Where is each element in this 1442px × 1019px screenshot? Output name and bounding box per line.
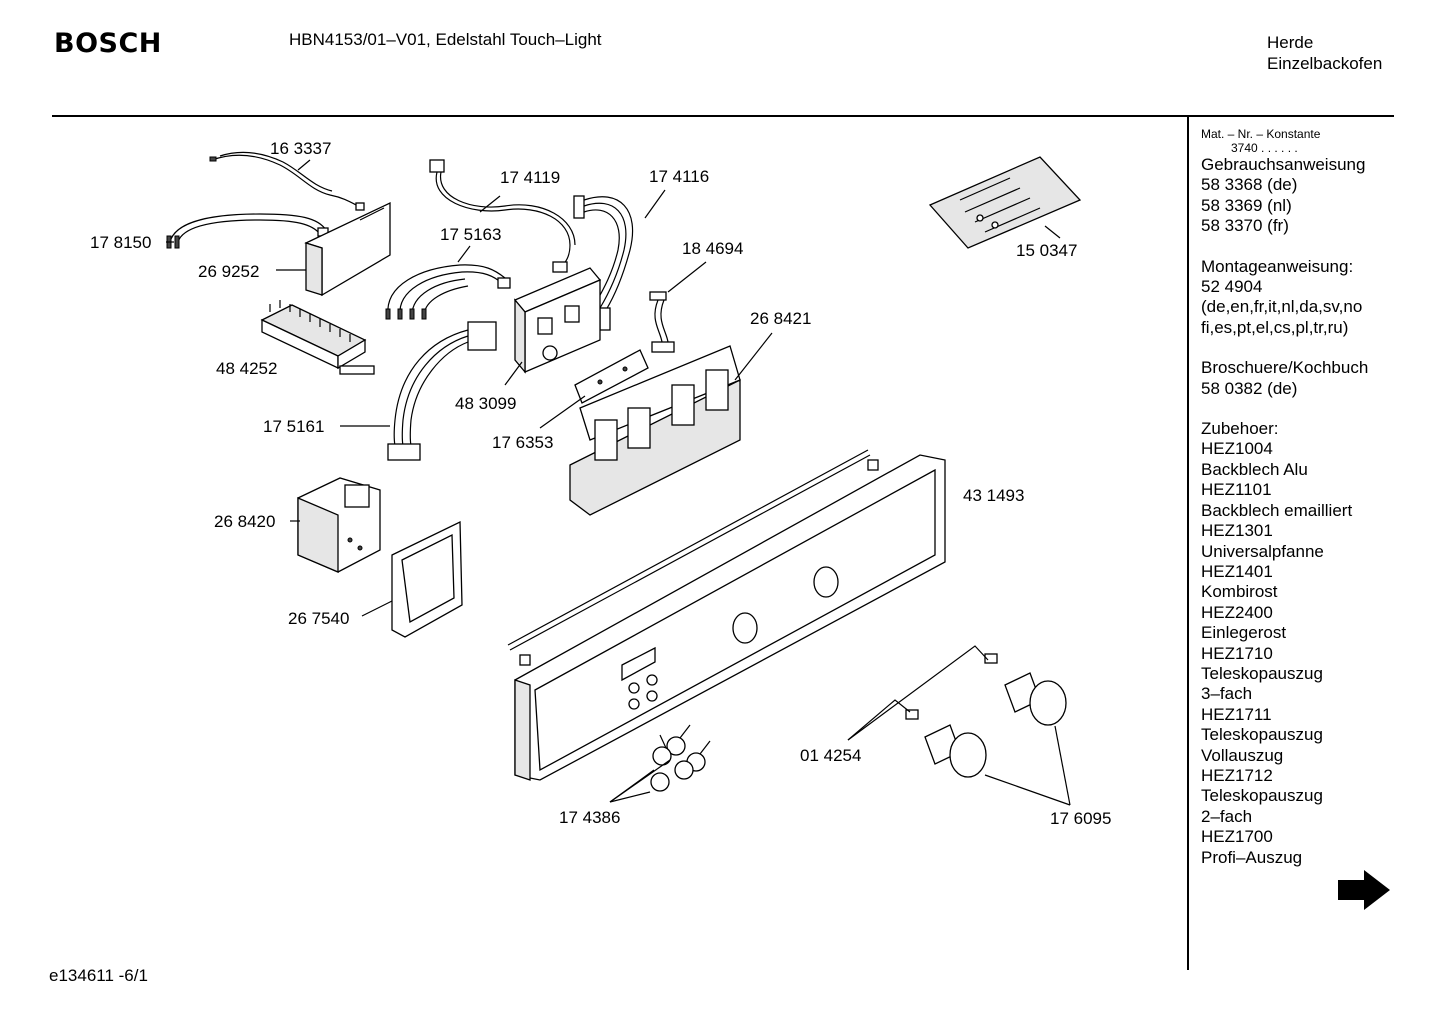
- part-label-269252: 26 9252: [198, 262, 259, 281]
- sidebar-section-manual: Gebrauchsanweisung 58 3368 (de) 58 3369 …: [1201, 155, 1401, 237]
- mat-nr-dots: . . . . . .: [1261, 141, 1298, 155]
- sidebar-section-installation: Montageanweisung: 52 4904 (de,en,fr,it,n…: [1201, 257, 1401, 339]
- sidebar-line: Teleskopauszug: [1201, 725, 1323, 745]
- mat-nr-label: Mat. – Nr. – Konstante: [1201, 127, 1321, 141]
- part-cable-175163: [385, 264, 511, 320]
- sidebar-line: 52 4904: [1201, 277, 1263, 297]
- sidebar-line: fi,es,pt,el,cs,pl,tr,ru): [1201, 317, 1349, 337]
- part-label-150347: 15 0347: [1016, 241, 1077, 260]
- sidebar-line: (de,en,fr,it,nl,da,sv,no: [1201, 297, 1363, 317]
- part-cable-175161: [387, 321, 497, 461]
- part-ribbon-174116: [573, 195, 634, 331]
- part-switch-block-268421: [569, 345, 741, 516]
- sidebar-line: 58 0382 (de): [1201, 378, 1298, 398]
- sidebar-line: Vollauszug: [1201, 745, 1284, 765]
- sidebar-line: Backblech emailliert: [1201, 500, 1353, 520]
- sidebar-line: HEZ1101: [1201, 480, 1272, 500]
- sidebar-line: 58 3368 (de): [1201, 175, 1298, 195]
- part-label-178150: 17 8150: [90, 233, 151, 252]
- mat-nr-value: 3740 . . . . . .: [1201, 141, 1401, 155]
- sidebar-line: 58 3369 (nl): [1201, 195, 1292, 215]
- sidebar-line: HEZ1710: [1201, 643, 1273, 663]
- part-label-268421: 26 8421: [750, 309, 811, 328]
- sidebar-line: HEZ2400: [1201, 602, 1273, 622]
- sidebar-line: Teleskopauszug: [1201, 786, 1323, 806]
- part-frame-267540: [391, 520, 463, 638]
- part-screw-bag-150347: [928, 156, 1082, 249]
- footer-code: e134611 -6/1: [49, 966, 148, 985]
- sidebar-line: Zubehoer:: [1201, 419, 1279, 439]
- exploded-parts-diagram: 16 3337 17 8150 26 9252 48 4252 17 4119 …: [90, 139, 1111, 828]
- sidebar-line: Universalpfanne: [1201, 541, 1324, 561]
- arrow-right-icon[interactable]: [1336, 868, 1392, 912]
- part-pcb-176353: [574, 349, 649, 404]
- part-label-175161: 17 5161: [263, 417, 324, 436]
- part-label-174119: 17 4119: [500, 168, 560, 187]
- sidebar-line: Gebrauchsanweisung: [1201, 155, 1366, 174]
- part-label-484252: 48 4252: [216, 359, 277, 378]
- sidebar-line: Teleskopauszug: [1201, 663, 1323, 683]
- sidebar-line: Profi–Auszug: [1201, 847, 1303, 867]
- sidebar-line: 2–fach: [1201, 806, 1253, 826]
- sidebar-line: HEZ1301: [1201, 521, 1273, 541]
- sidebar-line: Einlegerost: [1201, 623, 1287, 643]
- sidebar-line: Backblech Alu: [1201, 459, 1308, 479]
- category-line-2: Einzelbackofen: [1267, 54, 1383, 73]
- part-terminal-484252: [260, 300, 375, 375]
- part-control-unit-483099: [513, 267, 602, 374]
- part-label-267540: 26 7540: [288, 609, 349, 628]
- sidebar-section-accessories: Zubehoer: HEZ1004 Backblech Alu HEZ1101 …: [1201, 419, 1401, 868]
- part-board-269252: [304, 201, 391, 297]
- leader-lines: [166, 159, 1071, 806]
- sidebar-line: Broschuere/Kochbuch: [1201, 358, 1369, 378]
- sidebar-line: HEZ1401: [1201, 561, 1273, 581]
- part-cable-178150: [166, 213, 329, 249]
- part-label-175163: 17 5163: [440, 225, 501, 244]
- sidebar-divider: [1187, 117, 1189, 970]
- sidebar-line: Kombirost: [1201, 582, 1278, 602]
- part-front-panel-431493: [507, 449, 946, 781]
- part-cable-184694: [649, 291, 675, 353]
- sidebar-line: HEZ1711: [1201, 704, 1272, 724]
- model-title: HBN4153/01–V01, Edelstahl Touch–Light: [289, 30, 602, 49]
- sidebar-line: 3–fach: [1201, 684, 1253, 704]
- part-label-176353: 17 6353: [492, 433, 553, 452]
- sidebar-line: HEZ1004: [1201, 439, 1273, 459]
- part-label-174116: 17 4116: [649, 167, 709, 186]
- sidebar-line: Montageanweisung:: [1201, 256, 1354, 276]
- part-label-268420: 26 8420: [214, 512, 275, 531]
- sidebar-line: HEZ1700: [1201, 827, 1273, 847]
- part-label-176095: 17 6095: [1050, 809, 1111, 828]
- part-label-163337: 16 3337: [270, 139, 331, 158]
- category-line-1: Herde: [1267, 33, 1314, 52]
- brand-logo: BOSCH: [54, 28, 162, 59]
- part-label-014254: 01 4254: [800, 746, 861, 765]
- part-label-174386: 17 4386: [559, 808, 620, 827]
- header-rule: [52, 115, 1394, 117]
- sidebar-line: HEZ1712: [1201, 765, 1273, 785]
- part-label-483099: 48 3099: [455, 394, 516, 413]
- part-relay-block-268420: [297, 477, 381, 573]
- part-cable-163337: [209, 151, 365, 211]
- part-knobs-176095: [905, 653, 1067, 778]
- sidebar: Mat. – Nr. – Konstante 3740 . . . . . . …: [1201, 127, 1401, 868]
- mat-nr-number: 3740: [1231, 141, 1258, 155]
- sidebar-section-brochure: Broschuere/Kochbuch 58 0382 (de): [1201, 358, 1401, 399]
- sidebar-line: 58 3370 (fr): [1201, 216, 1289, 236]
- part-labels: 16 3337 17 8150 26 9252 48 4252 17 4119 …: [90, 139, 1111, 828]
- part-label-184694: 18 4694: [682, 239, 743, 258]
- part-cable-174119: [429, 159, 576, 273]
- category: Herde Einzelbackofen: [1267, 32, 1382, 74]
- part-label-431493: 43 1493: [963, 486, 1024, 505]
- part-buttons-174386: [650, 724, 711, 792]
